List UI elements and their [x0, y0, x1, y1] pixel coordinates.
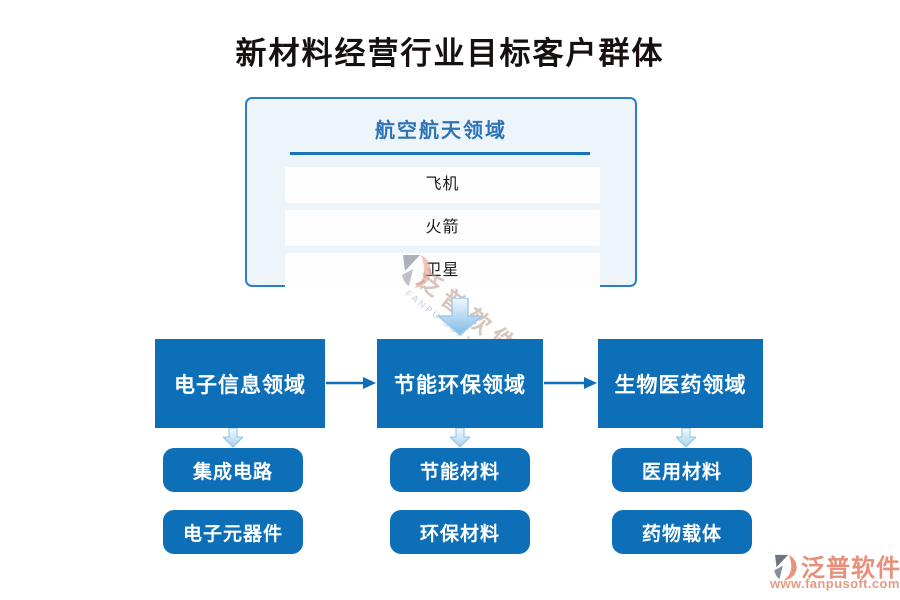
down-arrow-icon: [436, 298, 484, 336]
panel-divider: [290, 152, 590, 155]
flow-right-arrow-icon: [326, 377, 376, 389]
down-arrow-icon: [223, 428, 243, 448]
child-box-drug-carriers: 药物载体: [612, 510, 752, 554]
child-box-energy-saving-materials: 节能材料: [390, 448, 530, 492]
field-box-energy-env: 节能环保领域: [377, 339, 543, 428]
down-arrow-icon: [676, 428, 696, 448]
flow-right-arrow-icon: [544, 377, 597, 389]
down-arrow-icon: [450, 428, 470, 448]
aerospace-panel: 航空航天领域 飞机 火箭 卫星: [245, 97, 637, 289]
footer-url: www.fanpusoft.com: [770, 576, 900, 591]
panel-item-aircraft: 飞机: [285, 167, 600, 203]
panel-item-satellite: 卫星: [285, 253, 600, 289]
page-title: 新材料经营行业目标客户群体: [235, 36, 665, 71]
child-box-medical-materials: 医用材料: [612, 448, 752, 492]
aerospace-panel-header: 航空航天领域: [375, 120, 507, 142]
child-box-env-materials: 环保材料: [390, 510, 530, 554]
field-box-biomedicine: 生物医药领域: [598, 339, 763, 428]
field-box-electronic-info: 电子信息领域: [155, 339, 325, 428]
panel-item-rocket: 火箭: [285, 210, 600, 246]
child-box-electronic-components: 电子元器件: [163, 510, 303, 554]
fanpu-logo-icon: [774, 554, 797, 581]
child-box-integrated-circuit: 集成电路: [163, 448, 303, 492]
footer-brand: 泛普软件: [801, 556, 900, 582]
